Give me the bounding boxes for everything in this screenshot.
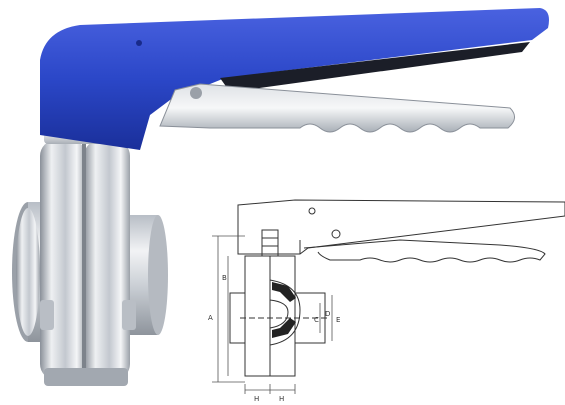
dim-label-h-right: H — [279, 395, 284, 403]
blue-handle — [40, 8, 549, 150]
technical-drawing: A B C D E H H — [208, 199, 565, 403]
dim-label-b: B — [222, 274, 227, 282]
dim-label-d: D — [325, 310, 330, 318]
dim-label-e: E — [336, 316, 340, 324]
steel-lever — [159, 83, 515, 133]
dim-label-c: C — [314, 316, 319, 324]
dim-label-a: A — [208, 314, 213, 322]
dim-label-h-left: H — [254, 395, 259, 403]
